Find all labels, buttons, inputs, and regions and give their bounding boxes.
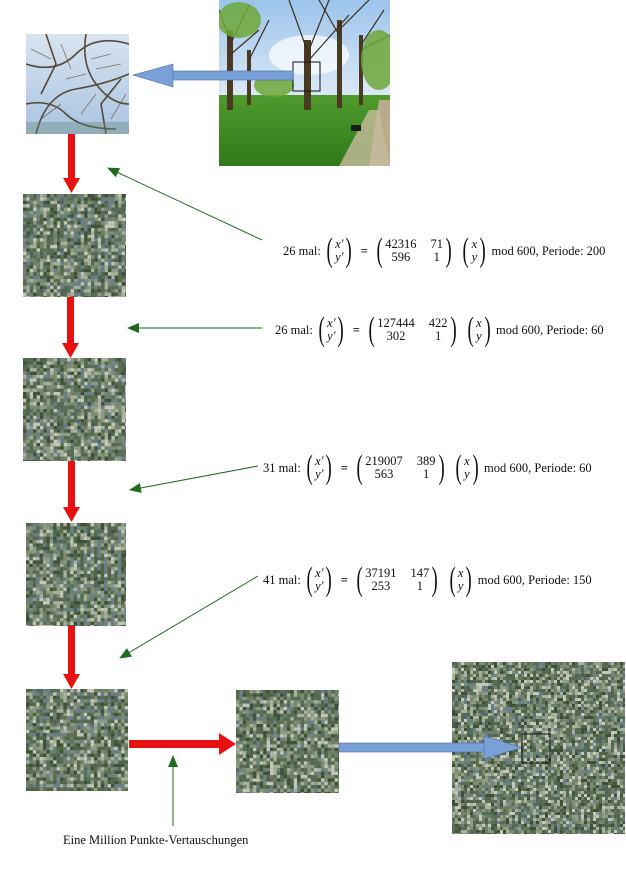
formula-count: 31 mal:	[263, 460, 301, 475]
formula-count: 41 mal:	[263, 572, 301, 587]
caption-point-swaps: Eine Million Punkte-Vertauschungen	[63, 833, 249, 847]
green-arrow-4	[119, 575, 259, 659]
formula-count: 26 mal:	[275, 322, 313, 337]
park-photo	[219, 0, 390, 166]
scrambled-image-5	[236, 690, 339, 793]
formula-suffix: mod 600, Periode: 60	[484, 460, 592, 475]
vector-lhs: (x′y′)	[318, 311, 345, 348]
formula-count: 26 mal:	[283, 243, 321, 258]
formula-suffix: mod 600, Periode: 200	[491, 243, 606, 258]
scrambled-image-full	[452, 662, 625, 834]
red-arrow-3	[63, 461, 80, 522]
scrambled-image-1	[23, 194, 126, 297]
scrambled-image-2	[23, 358, 126, 461]
scrambled-image-3	[26, 523, 126, 626]
red-arrow-1	[63, 134, 80, 193]
green-arrow-1	[107, 167, 263, 241]
scrambled-image-4	[26, 689, 128, 791]
equals-sign: =	[340, 572, 348, 587]
green-arrow-3	[129, 465, 259, 493]
red-arrow-4	[63, 626, 80, 689]
red-arrow-horizontal	[129, 733, 236, 755]
vector-lhs: (x′y′)	[326, 232, 353, 269]
red-arrow-2	[62, 297, 79, 358]
equals-sign: =	[360, 243, 368, 258]
equals-sign: =	[352, 322, 360, 337]
equals-sign: =	[340, 460, 348, 475]
formula-suffix: mod 600, Periode: 150	[477, 572, 592, 587]
zoomed-branches-photo	[26, 34, 129, 134]
vector-lhs: (x′y′)	[306, 449, 333, 486]
vector-lhs: (x′y′)	[306, 561, 333, 598]
formula-suffix: mod 600, Periode: 60	[496, 322, 604, 337]
